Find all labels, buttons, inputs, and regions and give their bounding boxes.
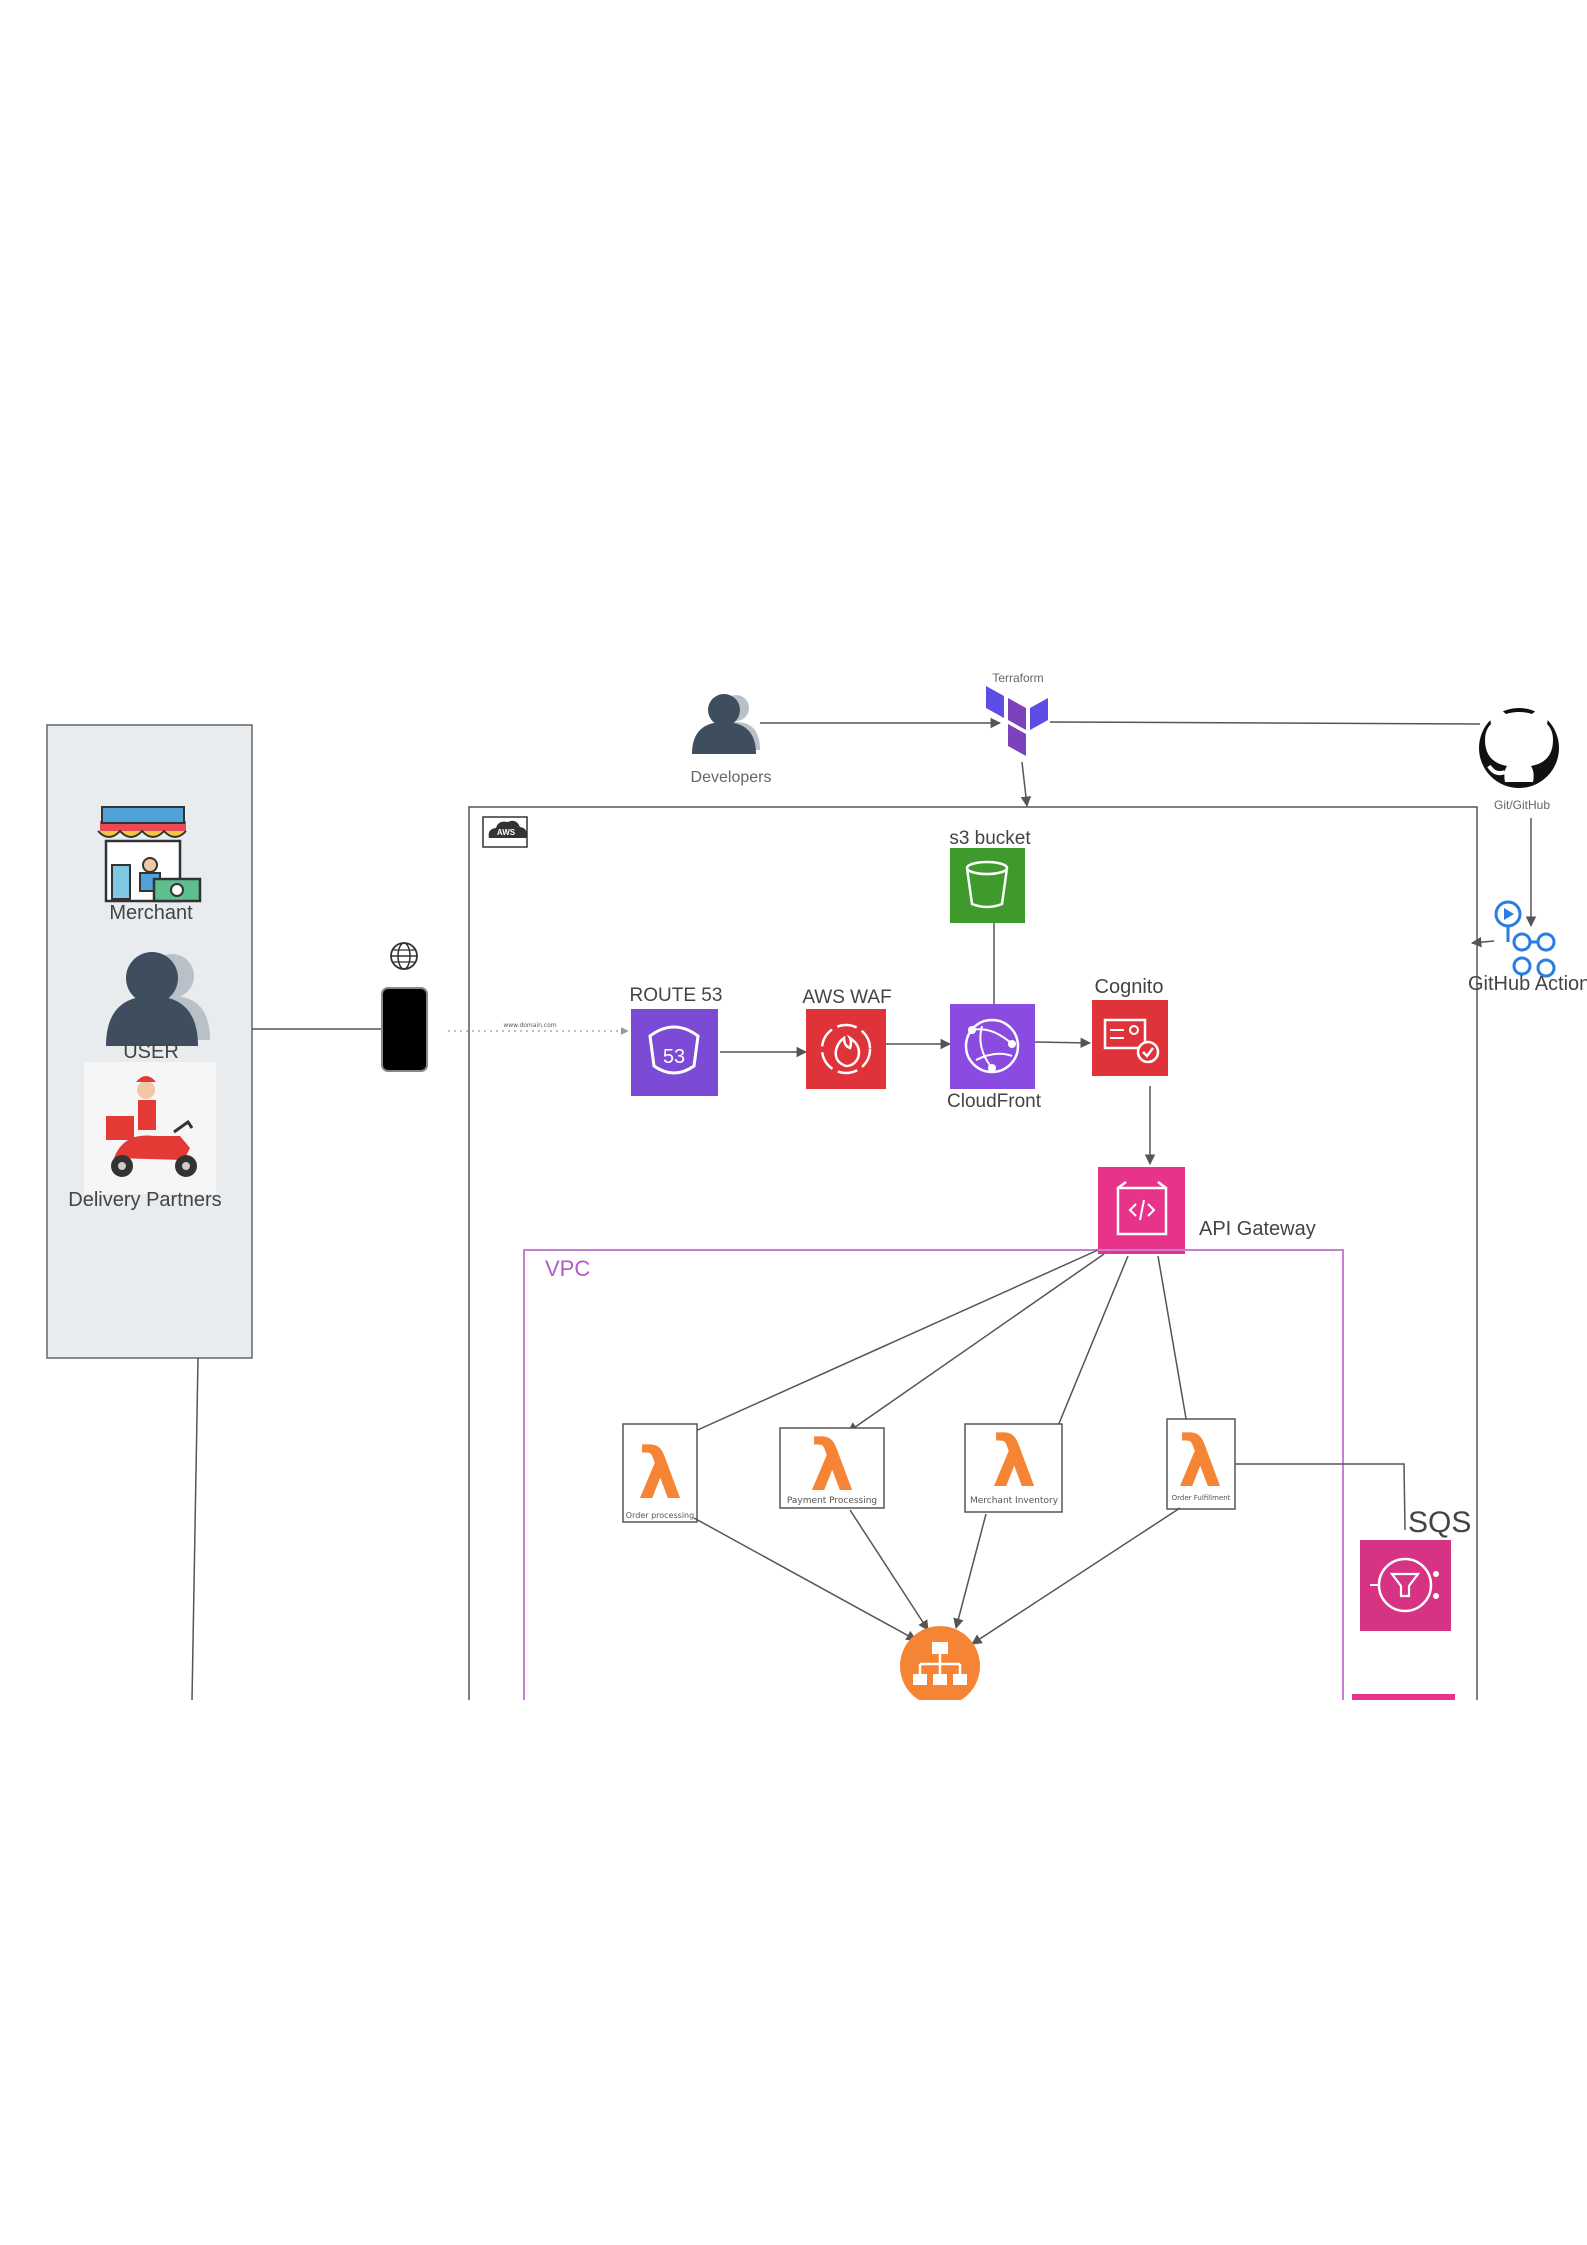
- lambda-order-fulfillment-label: Order Fulfillment: [1172, 1494, 1231, 1502]
- route53-label: ROUTE 53: [630, 985, 723, 1006]
- lambda-merchant-inventory-label: Merchant Inventory: [970, 1496, 1059, 1506]
- queue-icon: [1370, 1557, 1439, 1613]
- s3-label: s3 bucket: [949, 828, 1031, 849]
- cloudfront-node[interactable]: [950, 1004, 1035, 1089]
- apigw-lambda4-link: [1157, 1255, 1192, 1432]
- cloudfront-label: CloudFront: [947, 1091, 1042, 1112]
- apigw-lambda1-link: [661, 1249, 1099, 1447]
- cloudfront-globe-icon: [964, 1018, 1020, 1074]
- sqs-node[interactable]: [1360, 1540, 1451, 1631]
- lambda-order-fulfillment[interactable]: λ Order Fulfillment: [1166, 1418, 1236, 1510]
- firewall-icon: [820, 1023, 872, 1075]
- terraform-icon: [986, 686, 1048, 756]
- lambda-payment-processing-label: Payment Processing: [787, 1496, 877, 1506]
- domain-url-label: www.domain.com: [503, 1022, 556, 1029]
- waf-label: AWS WAF: [802, 987, 891, 1008]
- developers-label: Developers: [691, 769, 772, 786]
- github-label: Git/GitHub: [1494, 798, 1550, 812]
- github-icon[interactable]: [1479, 708, 1559, 788]
- s3-bucket-node[interactable]: [950, 848, 1025, 923]
- lambda4-sqs-link: [1235, 1463, 1406, 1531]
- scooter-delivery-icon: [84, 1062, 216, 1194]
- waf-node[interactable]: [806, 1009, 886, 1089]
- apigw-lambda2-link: [847, 1253, 1105, 1433]
- lambda4-lb-link: [971, 1507, 1181, 1645]
- lambda3-lb-link: [953, 1513, 987, 1630]
- aws-badge-text: AWS: [497, 828, 516, 837]
- api-gateway-node[interactable]: [1098, 1167, 1185, 1254]
- terraform-label: Terraform: [992, 671, 1043, 685]
- lambda-payment-processing[interactable]: λ Payment Processing: [779, 1425, 885, 1509]
- store-icon: [97, 806, 202, 903]
- route53-badge-text: 53: [663, 1046, 685, 1068]
- lambda-icon: λ: [1178, 1421, 1222, 1503]
- api-gateway-label: API Gateway: [1199, 1218, 1316, 1240]
- lambda2-lb-link: [849, 1509, 929, 1631]
- route53-node[interactable]: 53: [631, 1009, 718, 1096]
- github-terraform-link: [1049, 721, 1481, 725]
- lambda-merchant-inventory[interactable]: λ Merchant Inventory: [964, 1421, 1063, 1513]
- sqs-label: SQS: [1408, 1506, 1471, 1539]
- api-brackets-icon: [1116, 1181, 1168, 1236]
- cloudfront-cognito-link: [1034, 1037, 1092, 1049]
- panel-down-line: [191, 1357, 199, 1701]
- actions-left-arrow: [1470, 936, 1495, 948]
- lambda-icon: λ: [638, 1433, 682, 1515]
- lambda-order-processing[interactable]: λ Order processing: [622, 1423, 698, 1523]
- lambda-icon: λ: [992, 1421, 1036, 1503]
- terraform-aws-link: [1020, 761, 1032, 808]
- globe-icon: [390, 942, 418, 970]
- vpc-label: VPC: [545, 1256, 590, 1281]
- merchant-label: Merchant: [109, 902, 193, 924]
- route53-shield-icon: 53: [648, 1025, 700, 1075]
- github-actions-label: GitHub Action: [1468, 973, 1587, 995]
- user-label: USER: [123, 1041, 179, 1063]
- load-balancer-icon[interactable]: [900, 1626, 980, 1706]
- lambda-order-processing-label: Order processing: [626, 1511, 694, 1520]
- pink-service-partial: [1352, 1694, 1455, 1700]
- user-group-icon: [692, 694, 760, 754]
- bucket-icon: [965, 860, 1009, 909]
- cognito-node[interactable]: [1092, 1000, 1168, 1076]
- delivery-partners-label: Delivery Partners: [68, 1189, 221, 1211]
- cognito-label: Cognito: [1095, 976, 1164, 998]
- lambda1-lb-link: [693, 1517, 917, 1641]
- smartphone-icon[interactable]: [381, 987, 428, 1072]
- page-lower-blank: [0, 1700, 1587, 2245]
- apigw-lambda3-link: [1051, 1255, 1129, 1439]
- user-group-icon: [106, 952, 210, 1046]
- lambda-icon: λ: [810, 1425, 854, 1507]
- identity-card-icon: [1103, 1018, 1160, 1064]
- workflow-icon[interactable]: [1494, 900, 1556, 978]
